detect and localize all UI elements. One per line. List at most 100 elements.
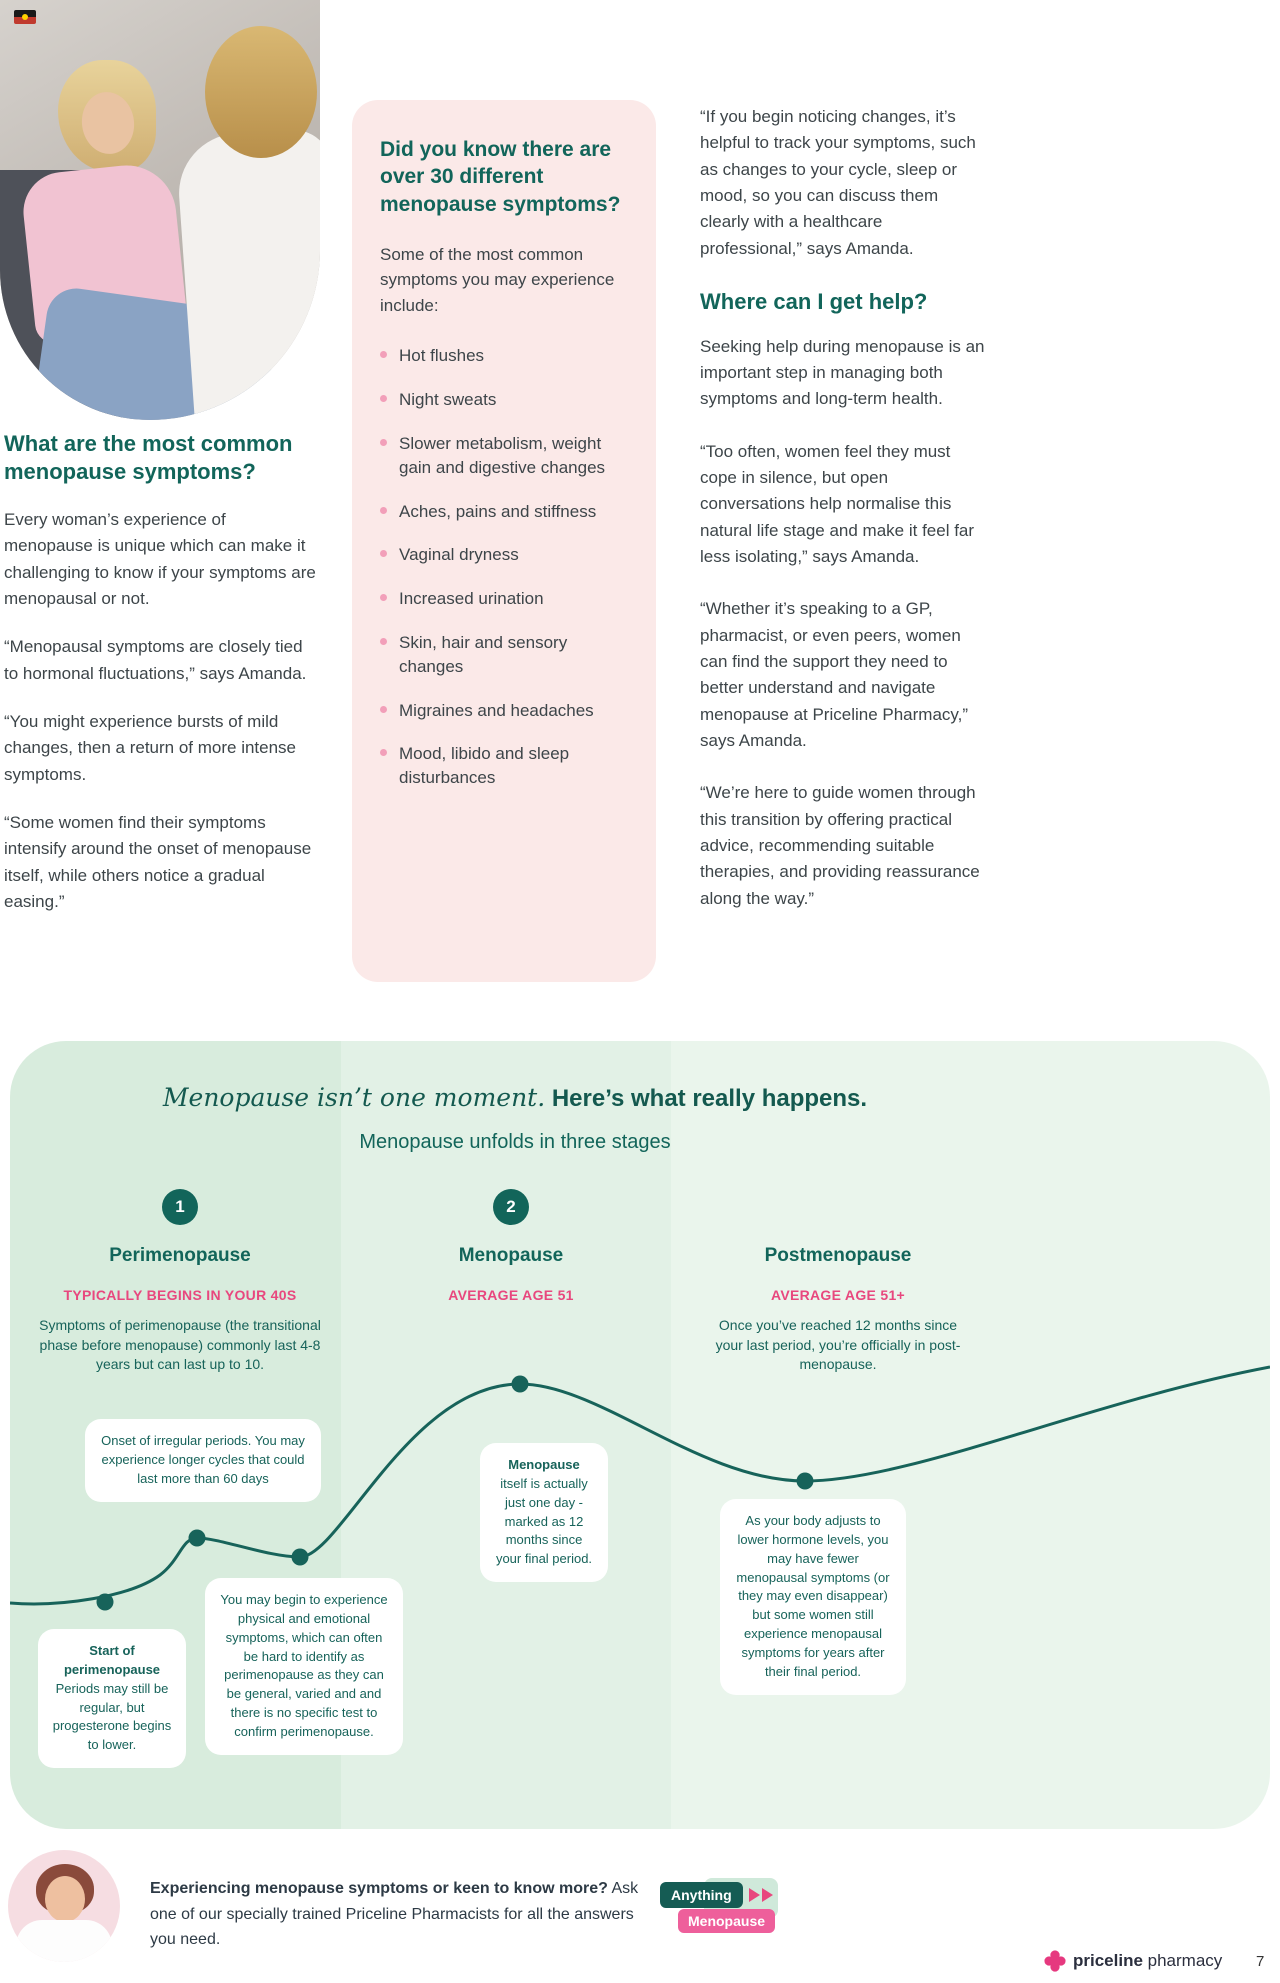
bullet-dot <box>380 550 387 558</box>
pharmacist-photo <box>8 1850 120 1962</box>
stage-number-2: 2 <box>493 1189 529 1225</box>
callout-title: Menopause <box>508 1457 580 1472</box>
callout-text: Periods may still be regular, but proges… <box>52 1680 172 1753</box>
stage-number-1: 1 <box>162 1189 198 1225</box>
bullet-dot <box>380 637 387 645</box>
stage-age: AVERAGE AGE 51 <box>448 1287 574 1303</box>
bullet-dot <box>380 705 387 713</box>
symptom-label: Migraines and headaches <box>399 700 594 720</box>
paragraph: Seeking help during menopause is an impo… <box>700 336 985 409</box>
photo-woman-right-hair <box>205 26 317 158</box>
timeline-dot <box>511 1375 529 1393</box>
timeline-curve <box>10 1365 1270 1611</box>
footer-lead-rest: Ask one of our specially trained Priceli… <box>150 1880 639 1949</box>
priceline-logo-text: priceline pharmacy <box>1073 1951 1222 1971</box>
stage-name: Perimenopause <box>109 1245 251 1266</box>
symptom-label: Hot flushes <box>399 346 485 366</box>
page-number: 7 <box>1256 1953 1265 1970</box>
stages-subtitle: Menopause unfolds in three stages <box>359 1131 671 1153</box>
stage-age: TYPICALLY BEGINS IN YOUR 40S <box>63 1287 297 1303</box>
did-you-know-box: Did you know there are over 30 different… <box>352 100 656 982</box>
badge-row: Anything <box>660 1882 780 1908</box>
section-heading-symptoms: What are the most common menopause sympt… <box>4 431 293 484</box>
callout-text: You may begin to experience physical and… <box>220 1592 388 1739</box>
timeline-dot <box>188 1529 206 1547</box>
callout-text: Onset of irregular periods. You may expe… <box>101 1433 305 1486</box>
section-heading-help: Where can I get help? <box>700 289 928 315</box>
chevron-triangle <box>748 1888 760 1902</box>
stage-description: Symptoms of perimenopause (the transitio… <box>39 1317 321 1373</box>
paragraph: “If you begin noticing changes, it’s hel… <box>700 107 976 258</box>
bullet-dot <box>380 438 387 446</box>
symptom-label: Skin, hair and sensory changes <box>399 632 568 676</box>
paragraph: “Whether it’s speaking to a GP, pharmaci… <box>700 599 969 751</box>
pharmacist-coat <box>16 1920 112 1962</box>
timeline-dot <box>96 1593 114 1611</box>
callout-irregular-periods: Onset of irregular periods. You may expe… <box>85 1419 321 1502</box>
symptom-item: Skin, hair and sensory changes <box>380 631 628 679</box>
footer-callout-text: Experiencing menopause symptoms or keen … <box>150 1876 650 1953</box>
symptom-label: Aches, pains and stiffness <box>399 501 597 521</box>
paragraph: “Too often, women feel they must cope in… <box>700 441 975 566</box>
menopause-stages-panel: Menopause isn’t one moment. Here’s what … <box>10 1041 1270 1829</box>
paragraph: “Menopausal symptoms are closely tied to… <box>4 637 307 683</box>
symptom-label: Vaginal dryness <box>399 545 519 565</box>
timeline-dot <box>796 1472 814 1490</box>
chevron-right-icon <box>748 1888 773 1902</box>
paragraph: “We’re here to guide women through this … <box>700 783 980 908</box>
paragraph: “You might experience bursts of mild cha… <box>4 712 297 784</box>
logo-word-pharmacy: pharmacy <box>1142 1951 1223 1970</box>
stage-postmenopause: Postmenopause AVERAGE AGE 51+ Once you’v… <box>678 1189 998 1375</box>
photo-woman-right-shirt <box>175 126 320 420</box>
chevron-triangle <box>761 1888 773 1902</box>
symptom-item: Migraines and headaches <box>380 699 628 723</box>
stage-menopause: 2 Menopause AVERAGE AGE 51 <box>351 1189 671 1303</box>
symptom-label: Slower metabolism, weight gain and diges… <box>399 433 606 477</box>
flag-bottom-stripe <box>14 17 36 24</box>
callout-body-adjusts: As your body adjusts to lower hormone le… <box>720 1499 906 1695</box>
stages-title-bold: Here’s what really happens. <box>545 1085 868 1112</box>
aboriginal-flag-icon <box>14 10 36 24</box>
symptom-list: Hot flushes Night sweats Slower metaboli… <box>380 344 628 790</box>
callout-text: As your body adjusts to lower hormone le… <box>736 1513 890 1679</box>
timeline-dot <box>291 1548 309 1566</box>
right-column: “If you begin noticing changes, it’s hel… <box>700 104 988 938</box>
stage-description: Once you’ve reached 12 months since your… <box>715 1317 961 1373</box>
callout-start-perimenopause: Start of perimenopause Periods may still… <box>38 1629 186 1769</box>
symptom-item: Hot flushes <box>380 344 628 368</box>
paragraph: “Some women find their symptoms intensif… <box>4 813 312 912</box>
symptom-item: Slower metabolism, weight gain and diges… <box>380 432 628 480</box>
hero-photo <box>0 0 320 420</box>
symptom-label: Mood, libido and sleep disturbances <box>399 744 570 788</box>
symptom-item: Increased urination <box>380 587 628 611</box>
footer-lead-bold: Experiencing menopause symptoms or keen … <box>150 1880 608 1897</box>
logo-word-priceline: priceline <box>1073 1951 1143 1970</box>
stage-name: Menopause <box>458 1245 564 1266</box>
callout-menopause-one-day: Menopause itself is actually just one da… <box>480 1443 608 1583</box>
priceline-flower-icon <box>1044 1950 1066 1972</box>
did-you-know-heading: Did you know there are over 30 different… <box>380 138 621 216</box>
symptom-label: Increased urination <box>399 589 544 609</box>
callout-text: itself is actually just one day - marked… <box>495 1475 593 1567</box>
callout-title: Start of perimenopause <box>63 1643 161 1677</box>
symptom-label: Night sweats <box>399 390 497 410</box>
menopause-pill: Menopause <box>678 1909 776 1933</box>
stages-title: Menopause isn’t one moment. Here’s what … <box>10 1083 1020 1113</box>
symptom-item: Aches, pains and stiffness <box>380 500 628 524</box>
symptom-item: Night sweats <box>380 388 628 412</box>
flag-center-dot <box>22 14 28 20</box>
anything-menopause-badge: Anything Menopause <box>660 1878 780 1942</box>
symptom-item: Mood, libido and sleep disturbances <box>380 742 628 790</box>
stage-perimenopause: 1 Perimenopause TYPICALLY BEGINS IN YOUR… <box>20 1189 340 1375</box>
stages-title-italic: Menopause isn’t one moment. <box>162 1083 546 1112</box>
bullet-dot <box>380 506 387 514</box>
callout-physical-emotional: You may begin to experience physical and… <box>205 1578 403 1755</box>
bullet-dot <box>380 351 387 359</box>
timeline-path <box>10 1365 1270 1606</box>
priceline-logo: priceline pharmacy <box>1044 1950 1222 1972</box>
stage-age: AVERAGE AGE 51+ <box>770 1287 906 1303</box>
paragraph: Every woman’s experience of menopause is… <box>4 510 316 609</box>
symptom-item: Vaginal dryness <box>380 543 628 567</box>
flag-top-stripe <box>14 10 36 17</box>
did-you-know-intro: Some of the most common symptoms you may… <box>380 244 615 315</box>
